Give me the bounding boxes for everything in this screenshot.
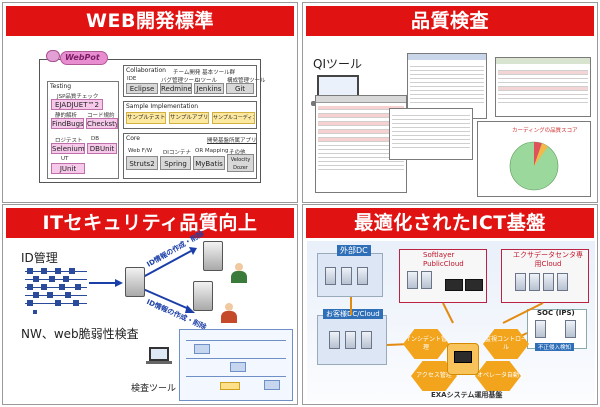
id-management-label: ID管理 bbox=[21, 251, 58, 265]
sample-test-chip: サンプルテスト実装 bbox=[126, 112, 166, 124]
exa-dc-label: エクサデータセンタ専用Cloud bbox=[513, 251, 583, 268]
panel-quality-inspection: 品質検査 QIツール カーディングの品質スコア bbox=[302, 2, 598, 203]
jsp-check-label: JSP品質チェック bbox=[57, 94, 99, 100]
other-label: その他 bbox=[229, 150, 246, 156]
target-server-icon bbox=[193, 281, 213, 311]
target-server-icon bbox=[203, 241, 223, 271]
core-hint: 開発基盤所属アプリ bbox=[207, 138, 257, 144]
sample-app-chip: サンプルアプリ実装 bbox=[169, 112, 209, 124]
db-label: DB bbox=[91, 136, 100, 142]
di-label: DIコンテナ bbox=[163, 150, 191, 156]
webpot-logo bbox=[60, 51, 108, 65]
collaboration-subheading: チーム開発 基本ツール群 bbox=[173, 70, 236, 76]
chart-caption: カーディングの品質スコア bbox=[512, 128, 578, 134]
inspection-tool-label: 検査ツール bbox=[131, 384, 177, 394]
network-diagram-card bbox=[179, 329, 293, 401]
velocity-chip: Velocity Dozer bbox=[227, 154, 254, 172]
softlayer-label: Softlayer PublicCloud bbox=[423, 251, 464, 268]
selenium-chip: Selenium2 bbox=[51, 143, 85, 154]
or-label: OR Mapping bbox=[195, 148, 229, 154]
server-icon bbox=[515, 273, 526, 291]
code-rule-label: コード規約 bbox=[87, 113, 115, 119]
server-icon bbox=[357, 267, 368, 285]
security-flow-arrows bbox=[89, 247, 197, 313]
checkstyle-chip: Checkstyle bbox=[86, 118, 118, 129]
server-icon bbox=[345, 331, 356, 349]
server-icon bbox=[529, 273, 540, 291]
qi-chart-card: カーディングの品質スコア bbox=[477, 121, 591, 197]
user-icon bbox=[231, 263, 247, 283]
scm-label: 構成管理ツール bbox=[227, 78, 266, 84]
exa-ops-base-label: EXAシステム運用基盤 bbox=[431, 391, 503, 399]
testing-section bbox=[47, 81, 119, 179]
panel-title: WEB開発標準 bbox=[6, 6, 294, 36]
redmine-chip: Redmine bbox=[160, 83, 192, 94]
dbunit-chip: DBUnit bbox=[87, 143, 117, 154]
vulnerability-check-label: NW、web脆弱性検査 bbox=[21, 327, 139, 341]
server-icon bbox=[535, 320, 546, 338]
web-fw-label: Web F/W bbox=[128, 148, 153, 154]
server-icon bbox=[341, 267, 352, 285]
collaboration-heading: Collaboration bbox=[126, 67, 166, 74]
ci-label: CIツール bbox=[195, 78, 217, 84]
laptop-icon bbox=[146, 347, 172, 364]
panel-title: 品質検査 bbox=[306, 6, 594, 36]
issue-label: バグ管理ツール bbox=[161, 78, 200, 84]
samples-heading: Sample Implementation bbox=[126, 103, 199, 110]
qi-grid-screenshot bbox=[389, 108, 473, 160]
ops-pc-icon bbox=[454, 351, 472, 363]
monitor-icon bbox=[465, 279, 483, 291]
browser-test-label: ロジテスト bbox=[55, 138, 83, 144]
server-icon bbox=[329, 331, 340, 349]
panel-it-security: ITセキュリティ品質向上 ID管理 NW、web脆弱性検査 ID情報の作成・削除… bbox=[2, 204, 298, 405]
eclipse-chip: Eclipse bbox=[126, 83, 158, 94]
server-icon bbox=[361, 331, 372, 349]
spring-chip: Spring bbox=[160, 156, 191, 170]
findbugs-chip: FindBugs bbox=[51, 118, 84, 129]
struts-chip: Struts2 bbox=[126, 156, 158, 170]
quality-pie-chart bbox=[509, 141, 559, 191]
central-server-icon bbox=[125, 267, 145, 297]
testing-heading: Testing bbox=[50, 83, 72, 90]
ut-label: UT bbox=[61, 156, 69, 162]
static-analysis-label: 静的解析 bbox=[55, 113, 78, 119]
server-icon bbox=[421, 271, 432, 289]
git-chip: Git bbox=[226, 83, 254, 94]
core-heading: Core bbox=[126, 135, 140, 142]
server-icon bbox=[407, 271, 418, 289]
panel-ict-infrastructure: 最適化されたICT基盤 外部DC Softlayer PublicCloud エ… bbox=[302, 204, 598, 405]
qi-table-screenshot bbox=[315, 95, 407, 193]
soc-sub-label: 不正侵入検知 bbox=[535, 343, 575, 351]
server-icon bbox=[565, 320, 576, 338]
jenkins-chip: Jenkins bbox=[194, 83, 224, 94]
webpot-logo-text: WebPot bbox=[65, 53, 100, 62]
sample-coding-chip: サンプルコーディング実装 bbox=[212, 112, 255, 124]
external-dc-label: 外部DC bbox=[337, 245, 371, 256]
server-icon bbox=[543, 273, 554, 291]
ide-label: IDE bbox=[127, 76, 137, 82]
webpot-frog-icon bbox=[46, 50, 60, 62]
qi-report-screenshot bbox=[495, 57, 591, 117]
soc-label: SOC (IPS) bbox=[537, 309, 575, 317]
panel-web-standard: WEB開発標準 WebPot Testing JSP品質チェック EJADJUE… bbox=[2, 2, 298, 203]
ejadjuet-chip: EJADJUET™2 bbox=[51, 99, 103, 110]
junit-chip: JUnit bbox=[51, 163, 85, 174]
panel-title: ITセキュリティ品質向上 bbox=[6, 208, 294, 238]
user-icon bbox=[221, 303, 237, 323]
monitor-icon bbox=[445, 279, 463, 291]
panel-title: 最適化されたICT基盤 bbox=[306, 208, 594, 238]
qi-tool-label: QIツール bbox=[313, 57, 362, 71]
own-dc-label: お客様DC/Cloud bbox=[323, 309, 383, 319]
mybatis-chip: MyBatis bbox=[193, 156, 225, 170]
server-icon bbox=[325, 267, 336, 285]
server-icon bbox=[557, 273, 568, 291]
